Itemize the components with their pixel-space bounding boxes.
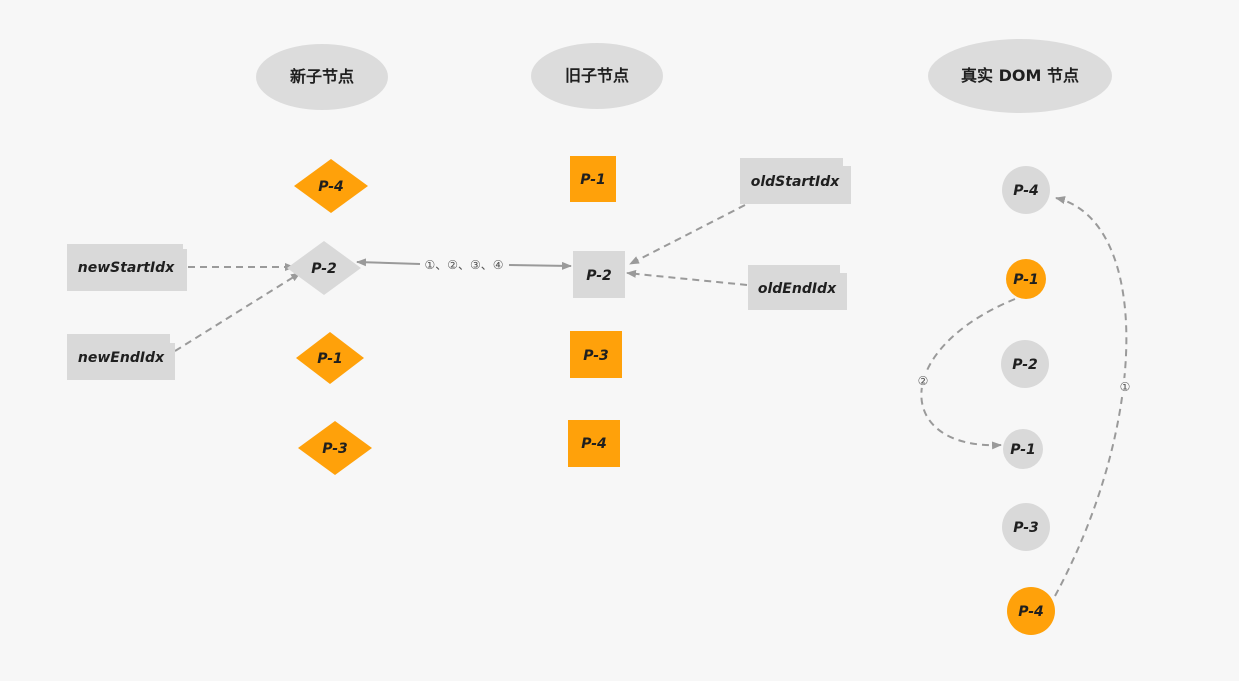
compare-arrow bbox=[356, 258, 421, 267]
new-end-pointer-arrow bbox=[174, 272, 301, 352]
header-old-children: 旧子节点 bbox=[531, 43, 663, 109]
dom-node-3-label: P-2 bbox=[1012, 357, 1038, 373]
header-old-children-label: 旧子节点 bbox=[565, 66, 629, 85]
dom-move-path-1 bbox=[1054, 196, 1128, 597]
old-node-p3-label: P-3 bbox=[583, 348, 609, 364]
new-node-p3: P-3 bbox=[298, 421, 372, 475]
old-node-p2: P-2 bbox=[573, 251, 625, 298]
old-node-p1-label: P-1 bbox=[580, 172, 606, 188]
new-node-p2: P-2 bbox=[287, 241, 361, 295]
new-start-pointer-label: newStartIdx bbox=[78, 260, 175, 276]
dom-node-2: P-1 bbox=[1006, 259, 1046, 299]
dom-node-3: P-2 bbox=[1001, 340, 1049, 388]
dom-node-1: P-4 bbox=[1002, 166, 1050, 214]
new-end-pointer-label: newEndIdx bbox=[78, 350, 165, 366]
new-end-pointer: newEndIdx bbox=[67, 334, 175, 380]
dom-node-1-label: P-4 bbox=[1013, 183, 1039, 199]
old-node-p2-label: P-2 bbox=[586, 268, 612, 284]
move-label-2-text: ② bbox=[918, 374, 929, 388]
old-start-pointer-arrow bbox=[629, 204, 746, 265]
header-real-dom: 真实 DOM 节点 bbox=[928, 39, 1112, 113]
dom-node-6-label: P-4 bbox=[1018, 604, 1044, 620]
old-node-p4: P-4 bbox=[568, 420, 620, 467]
move-label-2: ② bbox=[915, 372, 931, 388]
move-label-1: ① bbox=[1117, 378, 1133, 394]
old-end-pointer-arrow bbox=[626, 269, 748, 286]
header-new-children: 新子节点 bbox=[256, 44, 388, 110]
new-node-p4-label: P-4 bbox=[318, 179, 344, 195]
compare-arrow-right bbox=[508, 261, 572, 270]
dom-node-5-label: P-3 bbox=[1013, 520, 1039, 536]
new-node-p1-label: P-1 bbox=[317, 351, 343, 367]
old-node-p3: P-3 bbox=[570, 331, 622, 378]
old-start-pointer: oldStartIdx bbox=[740, 158, 851, 204]
dom-node-5: P-3 bbox=[1002, 503, 1050, 551]
new-start-pointer: newStartIdx bbox=[67, 244, 187, 291]
move-label-1-text: ① bbox=[1120, 380, 1131, 394]
header-new-children-label: 新子节点 bbox=[290, 67, 354, 86]
new-node-p1: P-1 bbox=[296, 332, 364, 384]
header-real-dom-label: 真实 DOM 节点 bbox=[961, 66, 1079, 85]
old-node-p1: P-1 bbox=[570, 156, 616, 202]
old-end-pointer: oldEndIdx bbox=[748, 265, 847, 310]
dom-node-2-label: P-1 bbox=[1013, 272, 1039, 288]
old-start-pointer-label: oldStartIdx bbox=[751, 174, 840, 190]
connectors bbox=[174, 196, 1128, 597]
old-node-p4-label: P-4 bbox=[581, 436, 607, 452]
new-node-p3-label: P-3 bbox=[322, 441, 348, 457]
new-node-p4: P-4 bbox=[294, 159, 368, 213]
dom-node-6: P-4 bbox=[1007, 587, 1055, 635]
dom-node-4-label: P-1 bbox=[1010, 442, 1036, 458]
dom-move-path-2 bbox=[920, 298, 1016, 450]
new-node-p2-label: P-2 bbox=[311, 261, 337, 277]
dom-node-4: P-1 bbox=[1003, 429, 1043, 469]
old-end-pointer-label: oldEndIdx bbox=[758, 281, 837, 297]
compare-label: ①、②、③、④ bbox=[424, 258, 503, 272]
